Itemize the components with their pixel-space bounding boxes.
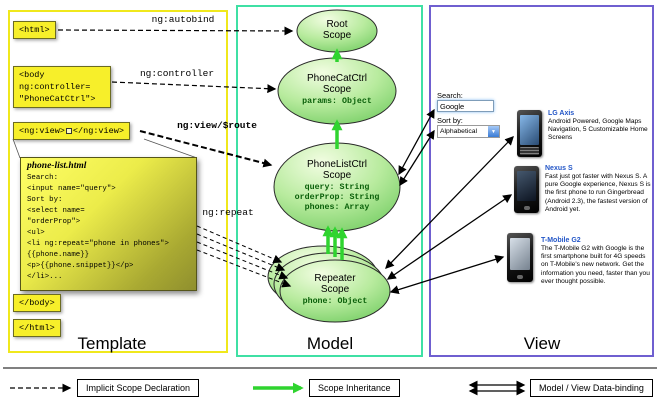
phonecat-scope-name: PhoneCatCtrl Scope <box>306 73 368 95</box>
ng-view-route-label: ng:view/$route <box>177 120 257 131</box>
search-label: Search: <box>437 91 463 100</box>
ng-view-open-text: <ng:view> <box>19 126 65 136</box>
phonelist-scope: PhoneListCtrl Scope query: String orderP… <box>272 159 402 213</box>
repeater-scope-props: phone: Object <box>302 297 368 306</box>
html-open-tag: <html> <box>13 21 56 39</box>
phonelist-scope-props: query: String orderProp: String phones: … <box>294 183 380 212</box>
ng-autobind-label: ng:autobind <box>151 14 215 25</box>
search-input[interactable] <box>437 100 494 112</box>
phonecat-scope: PhoneCatCtrl Scope params: Object <box>277 73 397 107</box>
phone-description-lg-axis: Android Powered, Google Maps Navigation,… <box>548 118 648 142</box>
root-scope: Root Scope <box>297 19 377 41</box>
body-close-tag: </body> <box>13 294 61 312</box>
phone-screen <box>517 171 536 201</box>
ng-repeat-label: ng:repeat <box>202 207 254 218</box>
ng-controller-label: ng:controller <box>139 68 215 79</box>
phone-link-tmobile-g2[interactable]: T-Mobile G2 <box>541 237 581 244</box>
legend-model-view-databinding: Model / View Data-binding <box>530 379 653 397</box>
arrow-bind-phone1 <box>385 136 514 269</box>
phone-link-nexus-s[interactable]: Nexus S <box>545 165 573 172</box>
phone-list-code: Search: <input name="query"> Sort by: <s… <box>27 174 169 281</box>
ng-view-close-text: </ng:view> <box>72 126 124 136</box>
arrow-ngrepeat-1 <box>196 225 283 264</box>
template-panel-label: Template <box>77 334 147 353</box>
phone-screen <box>510 238 530 270</box>
arrow-ngview-to-phonelistscope <box>139 130 273 168</box>
zoom-callout-line-left <box>12 138 21 159</box>
phonecat-scope-props: params: Object <box>302 97 372 106</box>
view-panel-label: View <box>523 334 561 353</box>
repeater-scope: Repeater Scope phone: Object <box>280 273 390 307</box>
root-scope-name: Root Scope <box>322 19 352 41</box>
arrow-bind-phone3 <box>389 254 505 295</box>
sort-label: Sort by: <box>437 116 463 125</box>
ng-view-tag: <ng:view> </ng:view> <box>13 122 130 140</box>
phone-button <box>517 275 523 279</box>
phone-description-nexus-s: Fast just got faster with Nexus S. A pur… <box>545 173 651 213</box>
arrow-bind-phone2 <box>386 194 513 280</box>
phone-image-lg-axis <box>517 110 542 157</box>
arrow-body-to-phonecatscope <box>111 81 277 94</box>
arrow-html-to-rootscope <box>57 26 294 36</box>
body-open-tag: <body ng:controller= "PhoneCatCtrl"> <box>13 66 111 108</box>
phone-entry-tmobile-g2: T-Mobile G2 The T-Mobile G2 with Google … <box>541 237 651 286</box>
model-panel-label: Model <box>306 334 354 353</box>
dropdown-arrow-icon: ▼ <box>488 126 499 137</box>
phone-list-template-box: phone-list.html Search: <input name="que… <box>20 157 197 291</box>
phone-link-lg-axis[interactable]: LG Axis <box>548 110 575 117</box>
phone-description-tmobile-g2: The T-Mobile G2 with Google is the first… <box>541 245 650 285</box>
view-placeholder-icon <box>65 127 72 134</box>
arrow-ngrepeat-2 <box>196 233 286 272</box>
phone-entry-lg-axis: LG Axis Android Powered, Google Maps Nav… <box>548 110 650 143</box>
legend-implicit-scope-declaration: Implicit Scope Declaration <box>77 379 200 397</box>
phone-list-filename: phone-list.html <box>27 161 87 171</box>
sort-select-value: Alphabetical <box>440 128 478 135</box>
phonelist-scope-name: PhoneListCtrl Scope <box>306 159 368 181</box>
repeater-scope-name: Repeater Scope <box>314 273 356 295</box>
sort-select[interactable]: Alphabetical ▼ <box>437 125 500 138</box>
phone-keypad <box>520 147 539 155</box>
arrow-ngrepeat-4 <box>196 249 292 288</box>
phone-image-tmobile-g2 <box>507 233 533 282</box>
html-close-tag: </html> <box>13 319 61 337</box>
arrow-bind-orderprop-sort <box>399 129 435 187</box>
legend-scope-inheritance: Scope Inheritance <box>309 379 400 397</box>
phone-screen <box>520 115 539 145</box>
zoom-callout-line-right <box>143 138 198 159</box>
arrow-bind-query-search <box>398 108 435 176</box>
arrow-ngrepeat-3 <box>196 241 289 280</box>
phone-entry-nexus-s: Nexus S Fast just got faster with Nexus … <box>545 165 651 214</box>
template-panel <box>8 10 228 353</box>
phone-button <box>523 206 530 210</box>
phone-image-nexus-s <box>514 166 539 213</box>
